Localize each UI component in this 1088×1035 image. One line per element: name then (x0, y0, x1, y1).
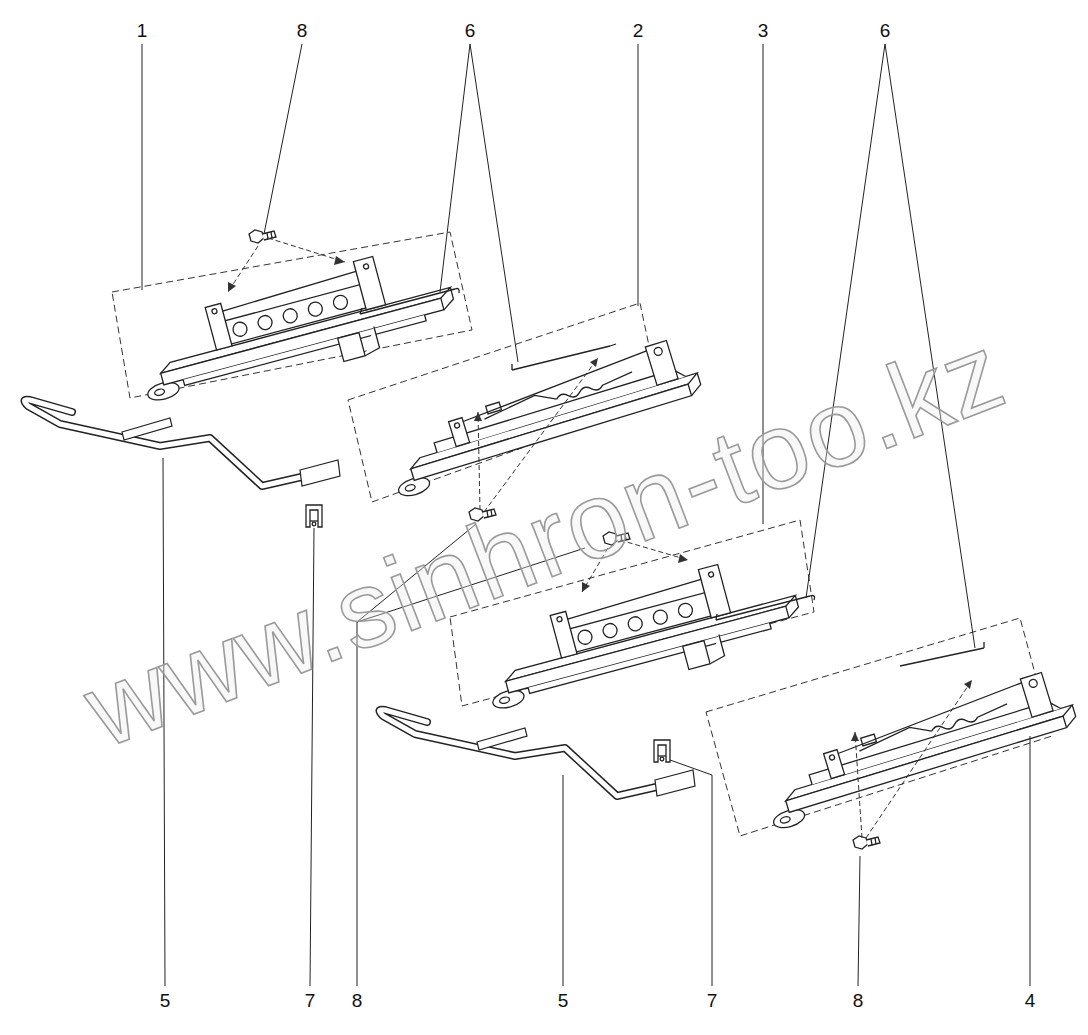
callout-number: 3 (756, 20, 771, 41)
callout-number: 8 (295, 20, 310, 41)
callout-number: 1 (135, 20, 150, 41)
callout-number: 4 (1023, 990, 1038, 1011)
callout-number: 7 (705, 990, 720, 1011)
callout-number: 7 (303, 990, 318, 1011)
watermark: www.sinhron-too.kz (72, 315, 1018, 764)
callout-number: 8 (851, 990, 866, 1011)
callout-number: 5 (158, 990, 173, 1011)
callout-number: 2 (631, 20, 646, 41)
callout-number: 5 (556, 990, 571, 1011)
callout-number: 8 (350, 990, 365, 1011)
callout-number: 6 (463, 20, 478, 41)
callout-number: 6 (878, 20, 893, 41)
